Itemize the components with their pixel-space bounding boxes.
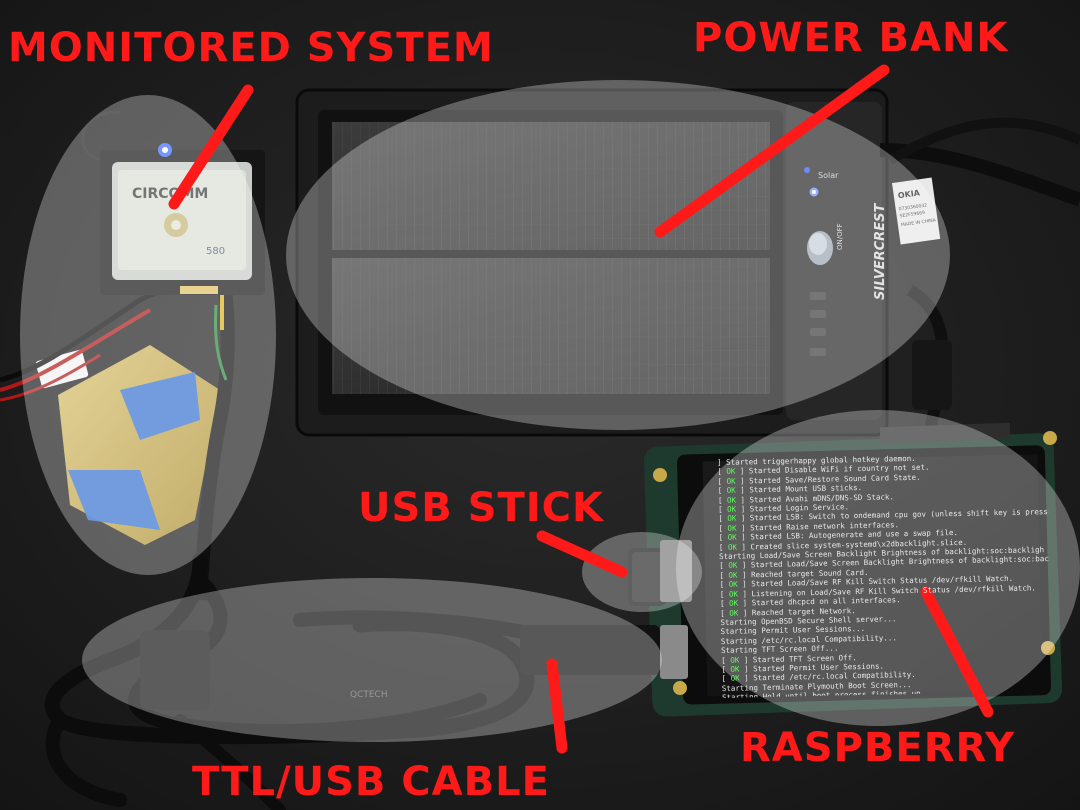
raspberry-pointer (920, 586, 994, 718)
cable-brand-text: QCTECH (350, 690, 388, 700)
sticker-line2: 0730360032 (898, 202, 927, 212)
terminal-status: OK (727, 514, 737, 524)
label-usb-stick: USB STICK (358, 485, 605, 531)
terminal-status: OK (728, 598, 739, 608)
ttl-usb-cable-pointer (546, 658, 568, 754)
on-off-text: ON/OFF (836, 223, 844, 250)
terminal-status: OK (730, 664, 740, 674)
sticker-line4: MADE IN CHINA (901, 217, 938, 228)
label-ttl-usb-cable: TTL/USB CABLE (192, 759, 550, 805)
terminal-status: OK (728, 589, 739, 599)
terminal-status: OK (728, 561, 738, 571)
terminal-status: OK (727, 532, 737, 543)
label-power-bank: POWER BANK (693, 15, 1009, 61)
terminal-status: OK (730, 673, 740, 684)
terminal-status: OK (728, 570, 738, 580)
raspberry-highlight (676, 410, 1080, 726)
power-bank-pointer (654, 64, 890, 238)
sticker-line1: OKIA (897, 188, 921, 200)
power-bank-highlight (286, 80, 950, 430)
terminal-status: OK (730, 655, 740, 665)
solar-text: Solar (818, 171, 839, 180)
terminal-status: OK (726, 495, 737, 505)
monitored-system-highlight (20, 95, 276, 575)
silvercrest-logo-text: SILVERCREST (873, 203, 888, 300)
terminal-status: OK (727, 504, 737, 514)
monitored-system: CIRCOMM 580 (0, 110, 265, 601)
terminal-status: OK (729, 608, 739, 618)
terminal-status: OK (726, 467, 736, 477)
terminal-status: OK (727, 542, 738, 552)
terminal-status: OK (727, 523, 737, 533)
usb-stick-highlight (582, 532, 702, 612)
usb-stick-pointer (536, 530, 628, 578)
terminal-status: OK (726, 485, 736, 496)
sticker-line3: SE2F59669 (899, 210, 925, 220)
terminal-status: OK (726, 476, 736, 486)
label-raspberry: RASPBERRY (740, 725, 1016, 771)
gps-model-text: 580 (206, 246, 225, 257)
monitored-system-pointer (168, 84, 254, 210)
pointer-lines (168, 64, 994, 754)
ttl-usb-cable: QCTECH (44, 552, 660, 810)
terminal-status: OK (728, 579, 738, 590)
highlight-ellipses (20, 80, 1080, 742)
power-bank: Solar ON/OFF SILVERCREST OKIA 0730360032… (295, 88, 941, 437)
label-monitored-system: MONITORED SYSTEM (8, 25, 494, 71)
ttl-usb-cable-highlight (82, 578, 662, 742)
boot-log-terminal: ] Started triggerhappy global hotkey dae… (717, 451, 1052, 698)
